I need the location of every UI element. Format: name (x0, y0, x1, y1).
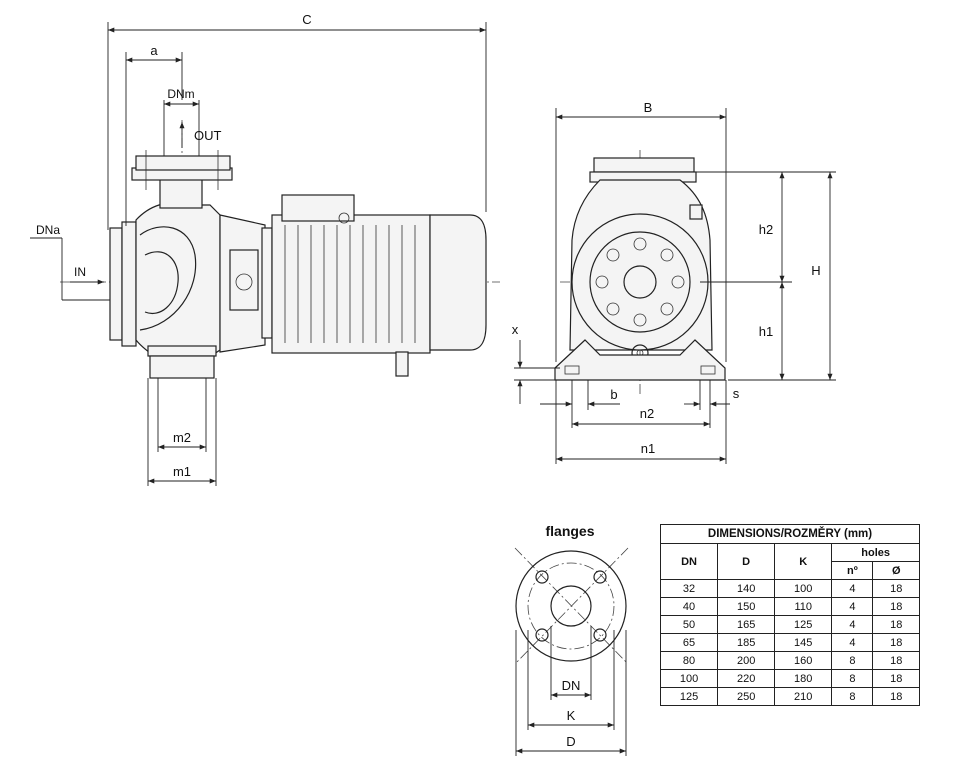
cell-hole-diameter: 18 (872, 615, 920, 634)
pump-side-view: C a DNm OUT DNa IN m2 m1 (30, 12, 500, 486)
cell-hole-count: 8 (831, 651, 874, 670)
flange-dn-label: DN (562, 678, 581, 693)
dim-label-DNm: DNm (167, 87, 194, 101)
dim-label-b: b (610, 387, 617, 402)
dim-label-m1: m1 (173, 464, 191, 479)
cell-dn: 50 (659, 615, 719, 634)
header-hole-diameter: Ø (872, 561, 920, 580)
cell-hole-diameter: 18 (872, 579, 920, 598)
cell-d: 140 (717, 579, 776, 598)
table-title: DIMENSIONS/ROZMĚRY (mm) (660, 524, 920, 544)
dim-label-m2: m2 (173, 430, 191, 445)
cell-d: 200 (717, 651, 776, 670)
header-k: K (774, 543, 833, 580)
header-dn: DN (659, 543, 719, 580)
dim-label-h2: h2 (759, 222, 773, 237)
table-row: 50 165 125 4 18 (659, 615, 920, 634)
cell-dn: 100 (659, 669, 719, 688)
cell-hole-diameter: 18 (872, 597, 920, 616)
dim-label-s: s (733, 386, 740, 401)
cell-dn: 40 (659, 597, 719, 616)
cell-d: 250 (717, 687, 776, 706)
cell-hole-count: 4 (831, 579, 874, 598)
dimensions-table: DIMENSIONS/ROZMĚRY (mm) DN D K holes nº … (659, 524, 920, 706)
cell-hole-diameter: 18 (872, 687, 920, 706)
dim-label-C: C (302, 12, 311, 27)
header-hole-count: nº (831, 561, 874, 580)
pump-front-view: B h2 h1 H x b s n2 (512, 100, 836, 464)
table-row: 65 185 145 4 18 (659, 633, 920, 652)
cell-dn: 32 (659, 579, 719, 598)
cell-hole-count: 8 (831, 669, 874, 688)
table-row: 32 140 100 4 18 (659, 579, 920, 598)
cell-d: 185 (717, 633, 776, 652)
cell-d: 220 (717, 669, 776, 688)
cell-k: 210 (774, 687, 833, 706)
cell-k: 125 (774, 615, 833, 634)
cell-k: 180 (774, 669, 833, 688)
cell-dn: 65 (659, 633, 719, 652)
cell-hole-diameter: 18 (872, 669, 920, 688)
dim-label-h1: h1 (759, 324, 773, 339)
dim-label-a: a (150, 43, 158, 58)
cell-dn: 80 (659, 651, 719, 670)
cell-hole-count: 8 (831, 687, 874, 706)
dim-label-n1: n1 (641, 441, 655, 456)
cell-hole-count: 4 (831, 633, 874, 652)
table-row: 100 220 180 8 18 (659, 669, 920, 688)
cell-k: 160 (774, 651, 833, 670)
cell-k: 100 (774, 579, 833, 598)
table-row: 125 250 210 8 18 (659, 687, 920, 706)
dim-label-x: x (512, 322, 519, 337)
flange-detail: flanges DN K D (514, 523, 629, 756)
outlet-label: OUT (194, 128, 222, 143)
table-row: 80 200 160 8 18 (659, 651, 920, 670)
header-holes: holes (831, 543, 920, 562)
dim-label-DNa: DNa (36, 223, 60, 237)
flange-title: flanges (545, 523, 594, 539)
flange-d-label: D (566, 734, 575, 749)
dim-label-n2: n2 (640, 406, 654, 421)
cell-d: 165 (717, 615, 776, 634)
cell-hole-count: 4 (831, 615, 874, 634)
cell-k: 110 (774, 597, 833, 616)
table-body: 32 140 100 4 18 40 150 110 4 18 50 165 1… (659, 579, 920, 706)
flange-k-label: K (567, 708, 576, 723)
cell-d: 150 (717, 597, 776, 616)
cell-hole-diameter: 18 (872, 633, 920, 652)
table-row: 40 150 110 4 18 (659, 597, 920, 616)
inlet-label: IN (74, 265, 86, 279)
cell-hole-diameter: 18 (872, 651, 920, 670)
dim-label-B: B (644, 100, 653, 115)
cell-dn: 125 (659, 687, 719, 706)
cell-hole-count: 4 (831, 597, 874, 616)
dim-label-H: H (811, 263, 820, 278)
cell-k: 145 (774, 633, 833, 652)
header-d: D (717, 543, 776, 580)
